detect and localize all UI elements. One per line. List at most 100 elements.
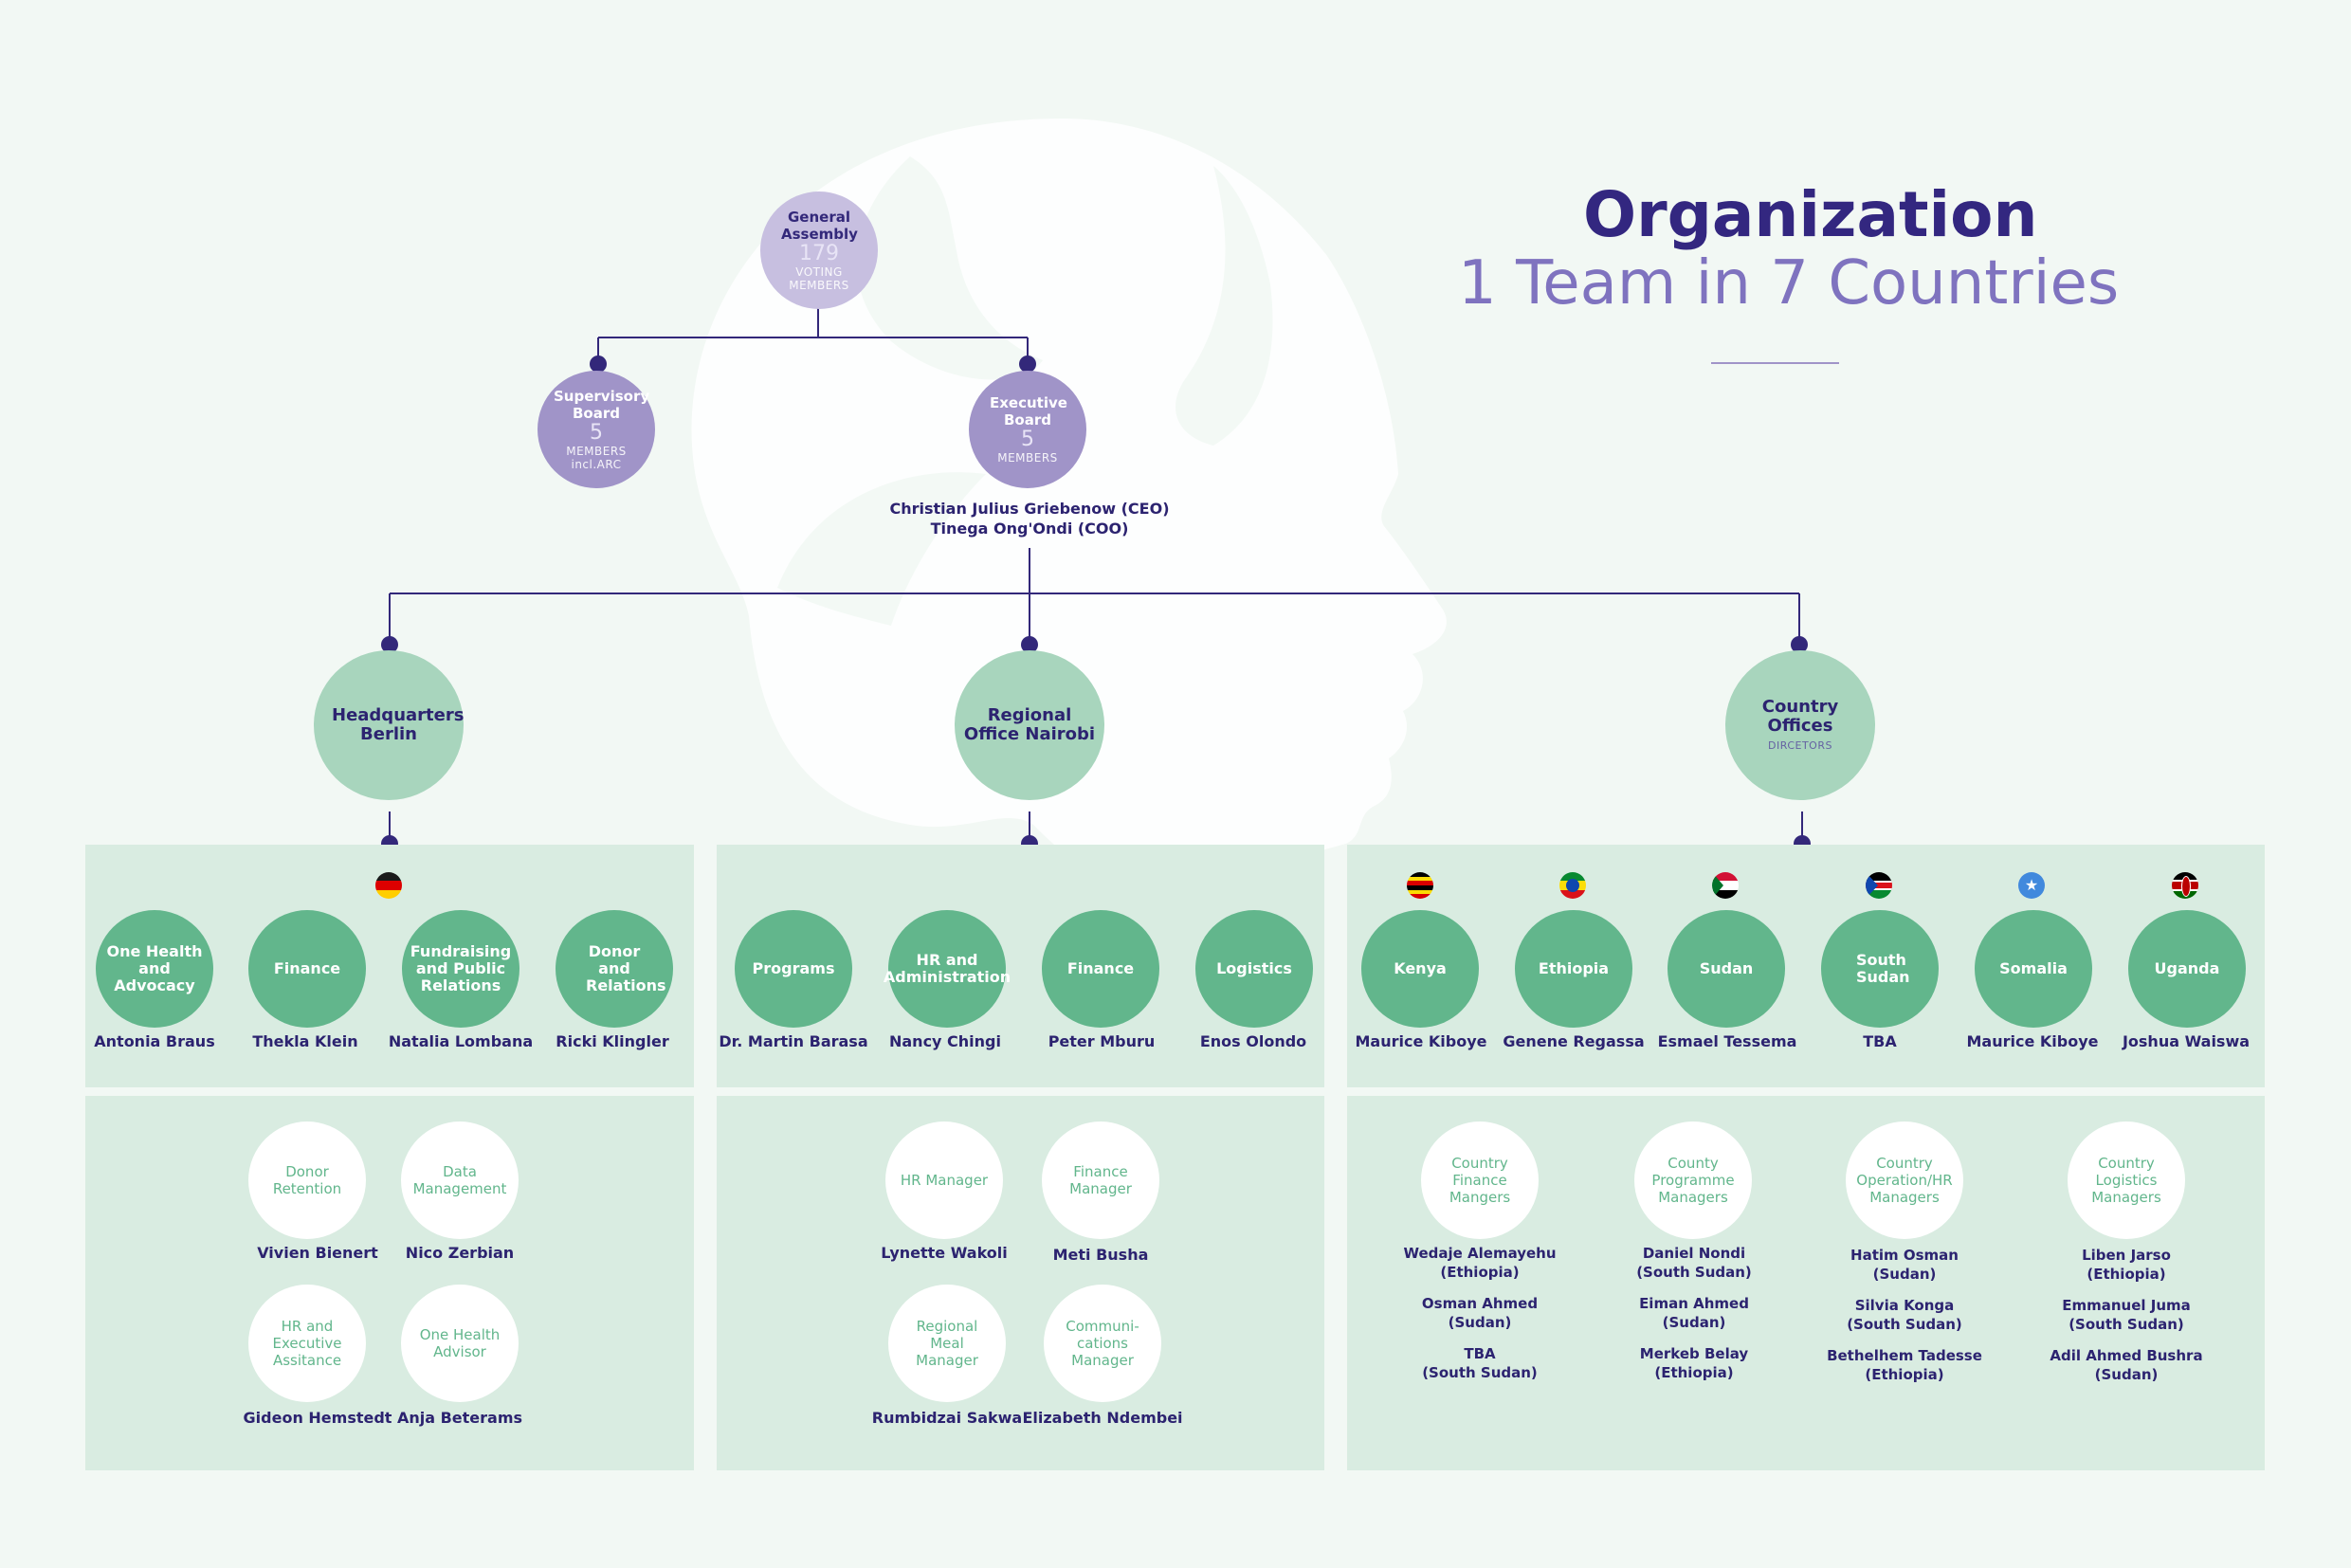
hq-sub-person: Vivien Bienert (257, 1244, 378, 1262)
ro-sub-label: HR Manager (900, 1172, 989, 1189)
hq-dept-label: Fundraising and Public Relations (410, 942, 512, 994)
country-ethiopia: Ethiopia (1515, 910, 1632, 1028)
executive-board-number: 5 (1021, 428, 1034, 451)
hq-dept-label: Donor and Relations (586, 942, 666, 994)
country-label: Somalia (1999, 959, 2068, 977)
hq-sub-person: Anja Beterams (396, 1409, 523, 1427)
headquarters-berlin-node: Headquarters Berlin (314, 650, 464, 800)
ro-dept-person: Dr. Martin Barasa (719, 1032, 868, 1050)
general-assembly-number: 179 (799, 242, 839, 265)
headquarters-label: Headquarters Berlin (332, 705, 465, 744)
ro-sub-label: Regional Meal Manager (916, 1318, 978, 1369)
general-assembly-label: General Assembly (781, 209, 858, 243)
country-sub-label: Country Logistics Managers (2091, 1155, 2161, 1206)
ethiopia-flag-icon (1559, 872, 1586, 899)
south-sudan-flag-icon (1866, 872, 1892, 899)
person-name: TBA (1464, 1345, 1496, 1362)
hq-sub-data-management: Data Management (401, 1121, 519, 1239)
ro-dept-hr-admin: HR and Administration (884, 910, 1011, 1028)
hq-sub-donor-retention: Donor Retention (248, 1121, 366, 1239)
hq-dept-person: Antonia Braus (94, 1032, 215, 1050)
person-name: Osman Ahmed (1421, 1295, 1539, 1312)
person-country: (Ethiopia) (2087, 1266, 2166, 1283)
hq-sub-person: Nico Zerbian (405, 1244, 515, 1262)
ro-sub-meal-manager: Regional Meal Manager (888, 1285, 1006, 1402)
executive-board-node: Executive Board 5 MEMBERS (969, 371, 1086, 488)
person-country: (South Sudan) (1847, 1316, 1962, 1333)
uganda-flag-icon (1407, 872, 1433, 899)
ro-sub-person: Rumbidzai Sakwa (871, 1409, 1023, 1427)
person-name: Daniel Nondi (1642, 1245, 1746, 1262)
person-name: Wedaje Alemayehu (1403, 1245, 1557, 1262)
country-offices-label: Country Offices (1761, 697, 1839, 736)
country-label: Sudan (1699, 959, 1754, 977)
country-offices-node: Country Offices DIRCETORS (1725, 650, 1875, 800)
person-name: Emmanuel Juma (2062, 1297, 2191, 1314)
regional-office-label: Regional Office Nairobi (963, 705, 1096, 744)
person-name: Hatim Osman (1850, 1247, 1959, 1264)
person-country: (South Sudan) (1636, 1264, 1752, 1281)
somalia-flag-icon: ★ (2018, 872, 2045, 899)
hq-sub-person: Gideon Hemstedt (243, 1409, 392, 1427)
ro-dept-label: Finance (1066, 959, 1135, 977)
ro-dept-person: Nancy Chingi (888, 1032, 1001, 1050)
country-person: Maurice Kiboye (1966, 1032, 2099, 1050)
country-sub-operation-hr: Country Operation/HR Managers (1846, 1121, 1963, 1239)
ro-dept-label: Logistics (1216, 959, 1292, 977)
country-kenya: Kenya (1361, 910, 1479, 1028)
executive-board-sub: MEMBERS (997, 451, 1058, 465)
country-sub-label: County Programme Managers (1651, 1155, 1735, 1206)
supervisory-board-sub: MEMBERS (566, 445, 627, 458)
country-person: Esmael Tessema (1657, 1032, 1797, 1050)
hq-dept-one-health: One Health and Advocacy (96, 910, 213, 1028)
general-assembly-node: General Assembly 179 VOTING MEMBERS (760, 191, 878, 309)
ro-sub-person: Elizabeth Ndembei (1022, 1409, 1183, 1427)
regional-office-node: Regional Office Nairobi (955, 650, 1104, 800)
ro-sub-label: Finance Manager (1069, 1163, 1132, 1197)
country-sub-people: Daniel Nondi (South Sudan) Eiman Ahmed (… (1590, 1244, 1798, 1382)
general-assembly-sub: VOTING MEMBERS (789, 265, 849, 292)
kenya-flag-icon (2172, 872, 2198, 899)
country-person: TBA (1863, 1032, 1897, 1050)
hq-dept-finance: Finance (248, 910, 366, 1028)
supervisory-board-sub2: incl.ARC (571, 458, 622, 471)
country-sub-finance: Country Finance Mangers (1421, 1121, 1539, 1239)
country-south-sudan: South Sudan (1821, 910, 1939, 1028)
supervisory-board-label: Supervisory Board (554, 388, 650, 422)
sudan-flag-icon (1712, 872, 1739, 899)
country-person: Joshua Waiswa (2122, 1032, 2251, 1050)
ro-sub-label: Communi-cations Manager (1066, 1318, 1139, 1369)
ro-sub-finance-manager: Finance Manager (1042, 1121, 1159, 1239)
country-sub-programme: County Programme Managers (1634, 1121, 1752, 1239)
country-sub-label: Country Operation/HR Managers (1856, 1155, 1953, 1206)
ro-sub-person: Lynette Wakoli (881, 1244, 1008, 1262)
person-country: (Sudan) (2094, 1366, 2159, 1383)
ro-sub-person: Meti Busha (1052, 1246, 1149, 1264)
hq-dept-person: Natalia Lombana (388, 1032, 534, 1050)
hq-sub-one-health-advisor: One Health Advisor (401, 1285, 519, 1402)
person-country: (Sudan) (1662, 1314, 1726, 1331)
title-divider (1711, 362, 1839, 364)
country-label: Kenya (1394, 959, 1447, 977)
country-sub-people: Wedaje Alemayehu (Ethiopia) Osman Ahmed … (1376, 1244, 1584, 1382)
person-country: (Ethiopia) (1865, 1366, 1944, 1383)
page-title: Organization (1583, 178, 2038, 251)
country-offices-sub: DIRCETORS (1768, 739, 1832, 752)
ro-panel-bottom (717, 1096, 1324, 1470)
country-sudan: Sudan (1668, 910, 1785, 1028)
country-label: Ethiopia (1538, 959, 1610, 977)
person-name: Bethelhem Tadesse (1827, 1347, 1982, 1364)
country-label: South Sudan (1856, 951, 1910, 986)
person-name: Eiman Ahmed (1639, 1295, 1749, 1312)
executive-coo: Tinega Ong'Ondi (COO) (930, 520, 1129, 538)
ro-dept-logistics: Logistics (1195, 910, 1313, 1028)
person-name: Merkeb Belay (1639, 1345, 1749, 1362)
hq-sub-hr-executive: HR and Executive Assitance (248, 1285, 366, 1402)
ro-dept-person: Enos Olondo (1199, 1032, 1307, 1050)
country-person: Maurice Kiboye (1355, 1032, 1487, 1050)
person-name: Adil Ahmed Bushra (2050, 1347, 2203, 1364)
hq-dept-label: One Health and Advocacy (106, 942, 203, 994)
person-country: (Ethiopia) (1440, 1264, 1520, 1281)
